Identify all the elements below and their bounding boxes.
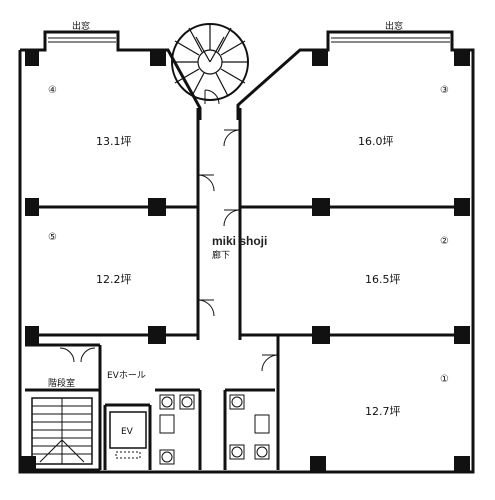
interior-walls xyxy=(25,108,470,472)
unit-1-area: 12.7坪 xyxy=(365,405,401,418)
bay-windows xyxy=(48,37,450,43)
stair-room-label: 階段室 xyxy=(48,377,75,389)
unit-3-area: 16.0坪 xyxy=(358,135,394,148)
unit-1-number: ① xyxy=(440,374,449,385)
unit-2-area: 16.5坪 xyxy=(365,273,401,286)
restroom-fixtures xyxy=(159,394,270,465)
unit-5-area: 12.2坪 xyxy=(96,273,132,286)
watermark-text: miki shoji xyxy=(212,234,267,248)
bay-window-left-label: 出窓 xyxy=(72,20,90,32)
ev-hall-label: EVホール xyxy=(107,370,146,381)
ev-label: EV xyxy=(121,427,134,437)
corridor-label: 廊下 xyxy=(212,249,230,261)
stair-steps xyxy=(31,397,93,465)
door-swings xyxy=(59,89,279,372)
columns xyxy=(20,50,470,472)
spiral-staircase xyxy=(171,23,249,101)
unit-4-number: ④ xyxy=(48,85,57,96)
elevator-shaft xyxy=(109,411,147,459)
unit-4-area: 13.1坪 xyxy=(96,135,132,148)
unit-3-number: ③ xyxy=(440,85,449,96)
unit-5-number: ⑤ xyxy=(48,232,57,243)
unit-2-number: ② xyxy=(440,236,449,247)
bay-window-right-label: 出窓 xyxy=(385,20,403,32)
